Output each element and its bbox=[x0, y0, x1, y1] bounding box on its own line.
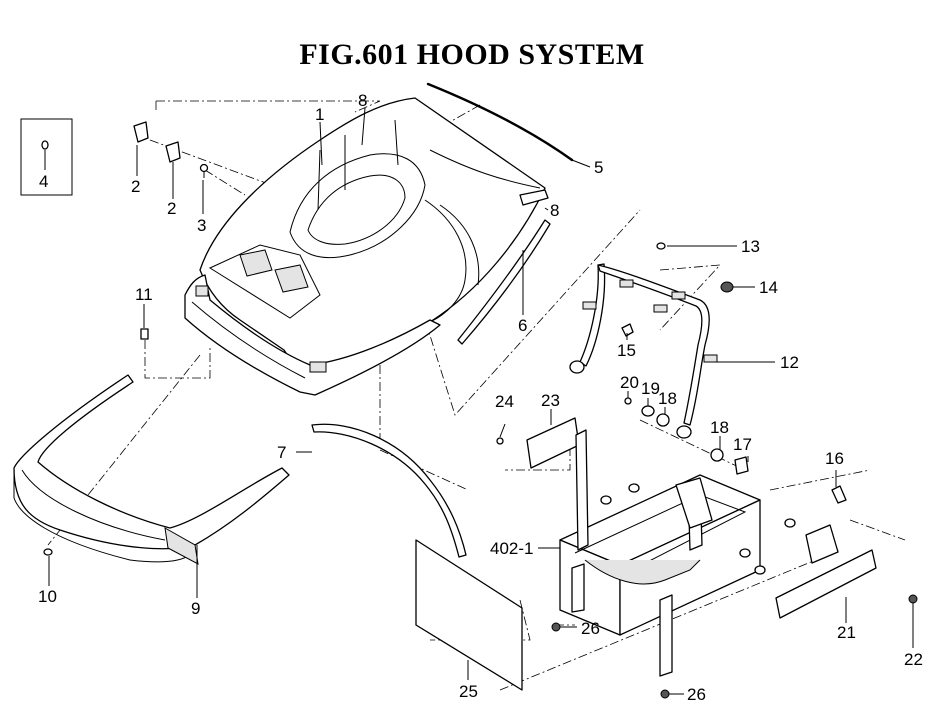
fasteners-part-10-11 bbox=[43, 328, 149, 556]
callout-2-lower: 2 bbox=[167, 199, 176, 218]
callout-1: 1 bbox=[315, 105, 324, 124]
seal-strip-part-5 bbox=[426, 82, 574, 162]
callout-19: 19 bbox=[641, 379, 660, 398]
callout-18-lower: 18 bbox=[710, 418, 729, 437]
callout-23: 23 bbox=[541, 391, 560, 410]
side-panel-part-25 bbox=[415, 539, 523, 691]
callout-13: 13 bbox=[741, 237, 760, 256]
front-nose-part-9 bbox=[13, 374, 290, 565]
callout-labels: 1 8 2 2 3 4 5 8 6 7 9 10 11 12 13 14 15 … bbox=[38, 91, 923, 704]
plate-part-21 bbox=[775, 524, 877, 619]
bolt-part-24 bbox=[496, 437, 504, 445]
callout-12: 12 bbox=[780, 353, 799, 372]
callout-25: 25 bbox=[459, 682, 478, 701]
callout-402-1: 402-1 bbox=[490, 539, 533, 558]
plate-part-23 bbox=[526, 417, 580, 469]
hinge-frame-part-12 bbox=[569, 263, 718, 439]
callout-26-bottom: 26 bbox=[687, 685, 706, 704]
callout-8-right: 8 bbox=[550, 201, 559, 220]
trim-strip-part-7 bbox=[311, 423, 467, 558]
bolts-part-22-26 bbox=[551, 594, 918, 699]
callout-8-top: 8 bbox=[358, 91, 367, 110]
hood-part-1 bbox=[184, 97, 546, 396]
brackets-part-2-and-bolt-part-3 bbox=[133, 121, 209, 178]
callout-9: 9 bbox=[191, 599, 200, 618]
callout-7: 7 bbox=[277, 443, 286, 462]
side-seal-part-6-and-8 bbox=[457, 189, 551, 345]
figure-title: FIG.601 HOOD SYSTEM bbox=[299, 38, 645, 71]
callout-20: 20 bbox=[620, 373, 639, 392]
callout-14: 14 bbox=[759, 278, 778, 297]
small-hardware-parts-13-20 bbox=[621, 242, 847, 504]
callout-6: 6 bbox=[518, 316, 527, 335]
callout-17: 17 bbox=[733, 435, 752, 454]
callout-11: 11 bbox=[135, 285, 153, 304]
callout-16: 16 bbox=[825, 449, 844, 468]
callout-5: 5 bbox=[594, 158, 603, 177]
callout-26-left: 26 bbox=[581, 619, 600, 638]
callout-15: 15 bbox=[617, 341, 636, 360]
callout-3: 3 bbox=[197, 216, 206, 235]
support-frame-part-402-1 bbox=[559, 429, 796, 677]
callout-22: 22 bbox=[904, 650, 923, 669]
callout-10: 10 bbox=[38, 587, 57, 606]
callout-leader-lines bbox=[44, 107, 914, 695]
callout-4: 4 bbox=[39, 172, 48, 191]
callout-24: 24 bbox=[495, 392, 514, 411]
callout-18-upper: 18 bbox=[658, 389, 677, 408]
callout-21: 21 bbox=[837, 623, 856, 642]
inset-box-part-4 bbox=[20, 118, 73, 196]
callout-2-upper: 2 bbox=[131, 177, 140, 196]
